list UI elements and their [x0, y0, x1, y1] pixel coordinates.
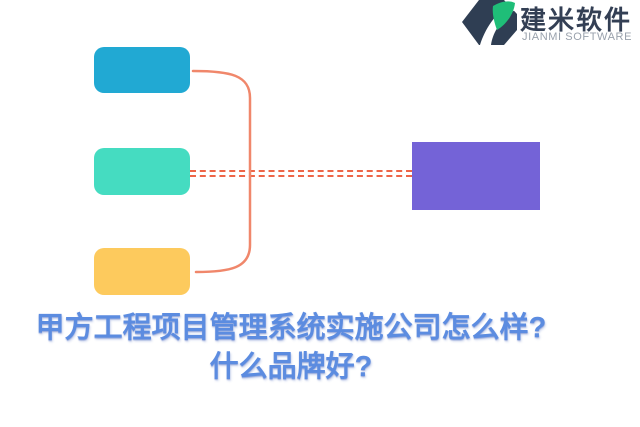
headline-line2: 什么品牌好?: [209, 351, 373, 383]
dashed-connector: [190, 170, 412, 177]
diagram-node-middle: [94, 148, 190, 195]
brand-name-en: JIANMI SOFTWARE: [522, 31, 633, 43]
diagram-node-result: [412, 142, 540, 210]
jianmi-hexagon-leaf-icon: [462, 0, 518, 45]
diagram-node-top: [94, 47, 190, 93]
diagram-node-bottom: [94, 248, 190, 295]
jianmi-logo: 建米软件 JIANMI SOFTWARE: [462, 0, 640, 48]
headline: 甲方工程项目管理系统实施公司怎么样? 什么品牌好?: [0, 309, 582, 387]
brand-name-cn: 建米软件: [520, 5, 633, 35]
headline-line1: 甲方工程项目管理系统实施公司怎么样?: [35, 312, 547, 344]
